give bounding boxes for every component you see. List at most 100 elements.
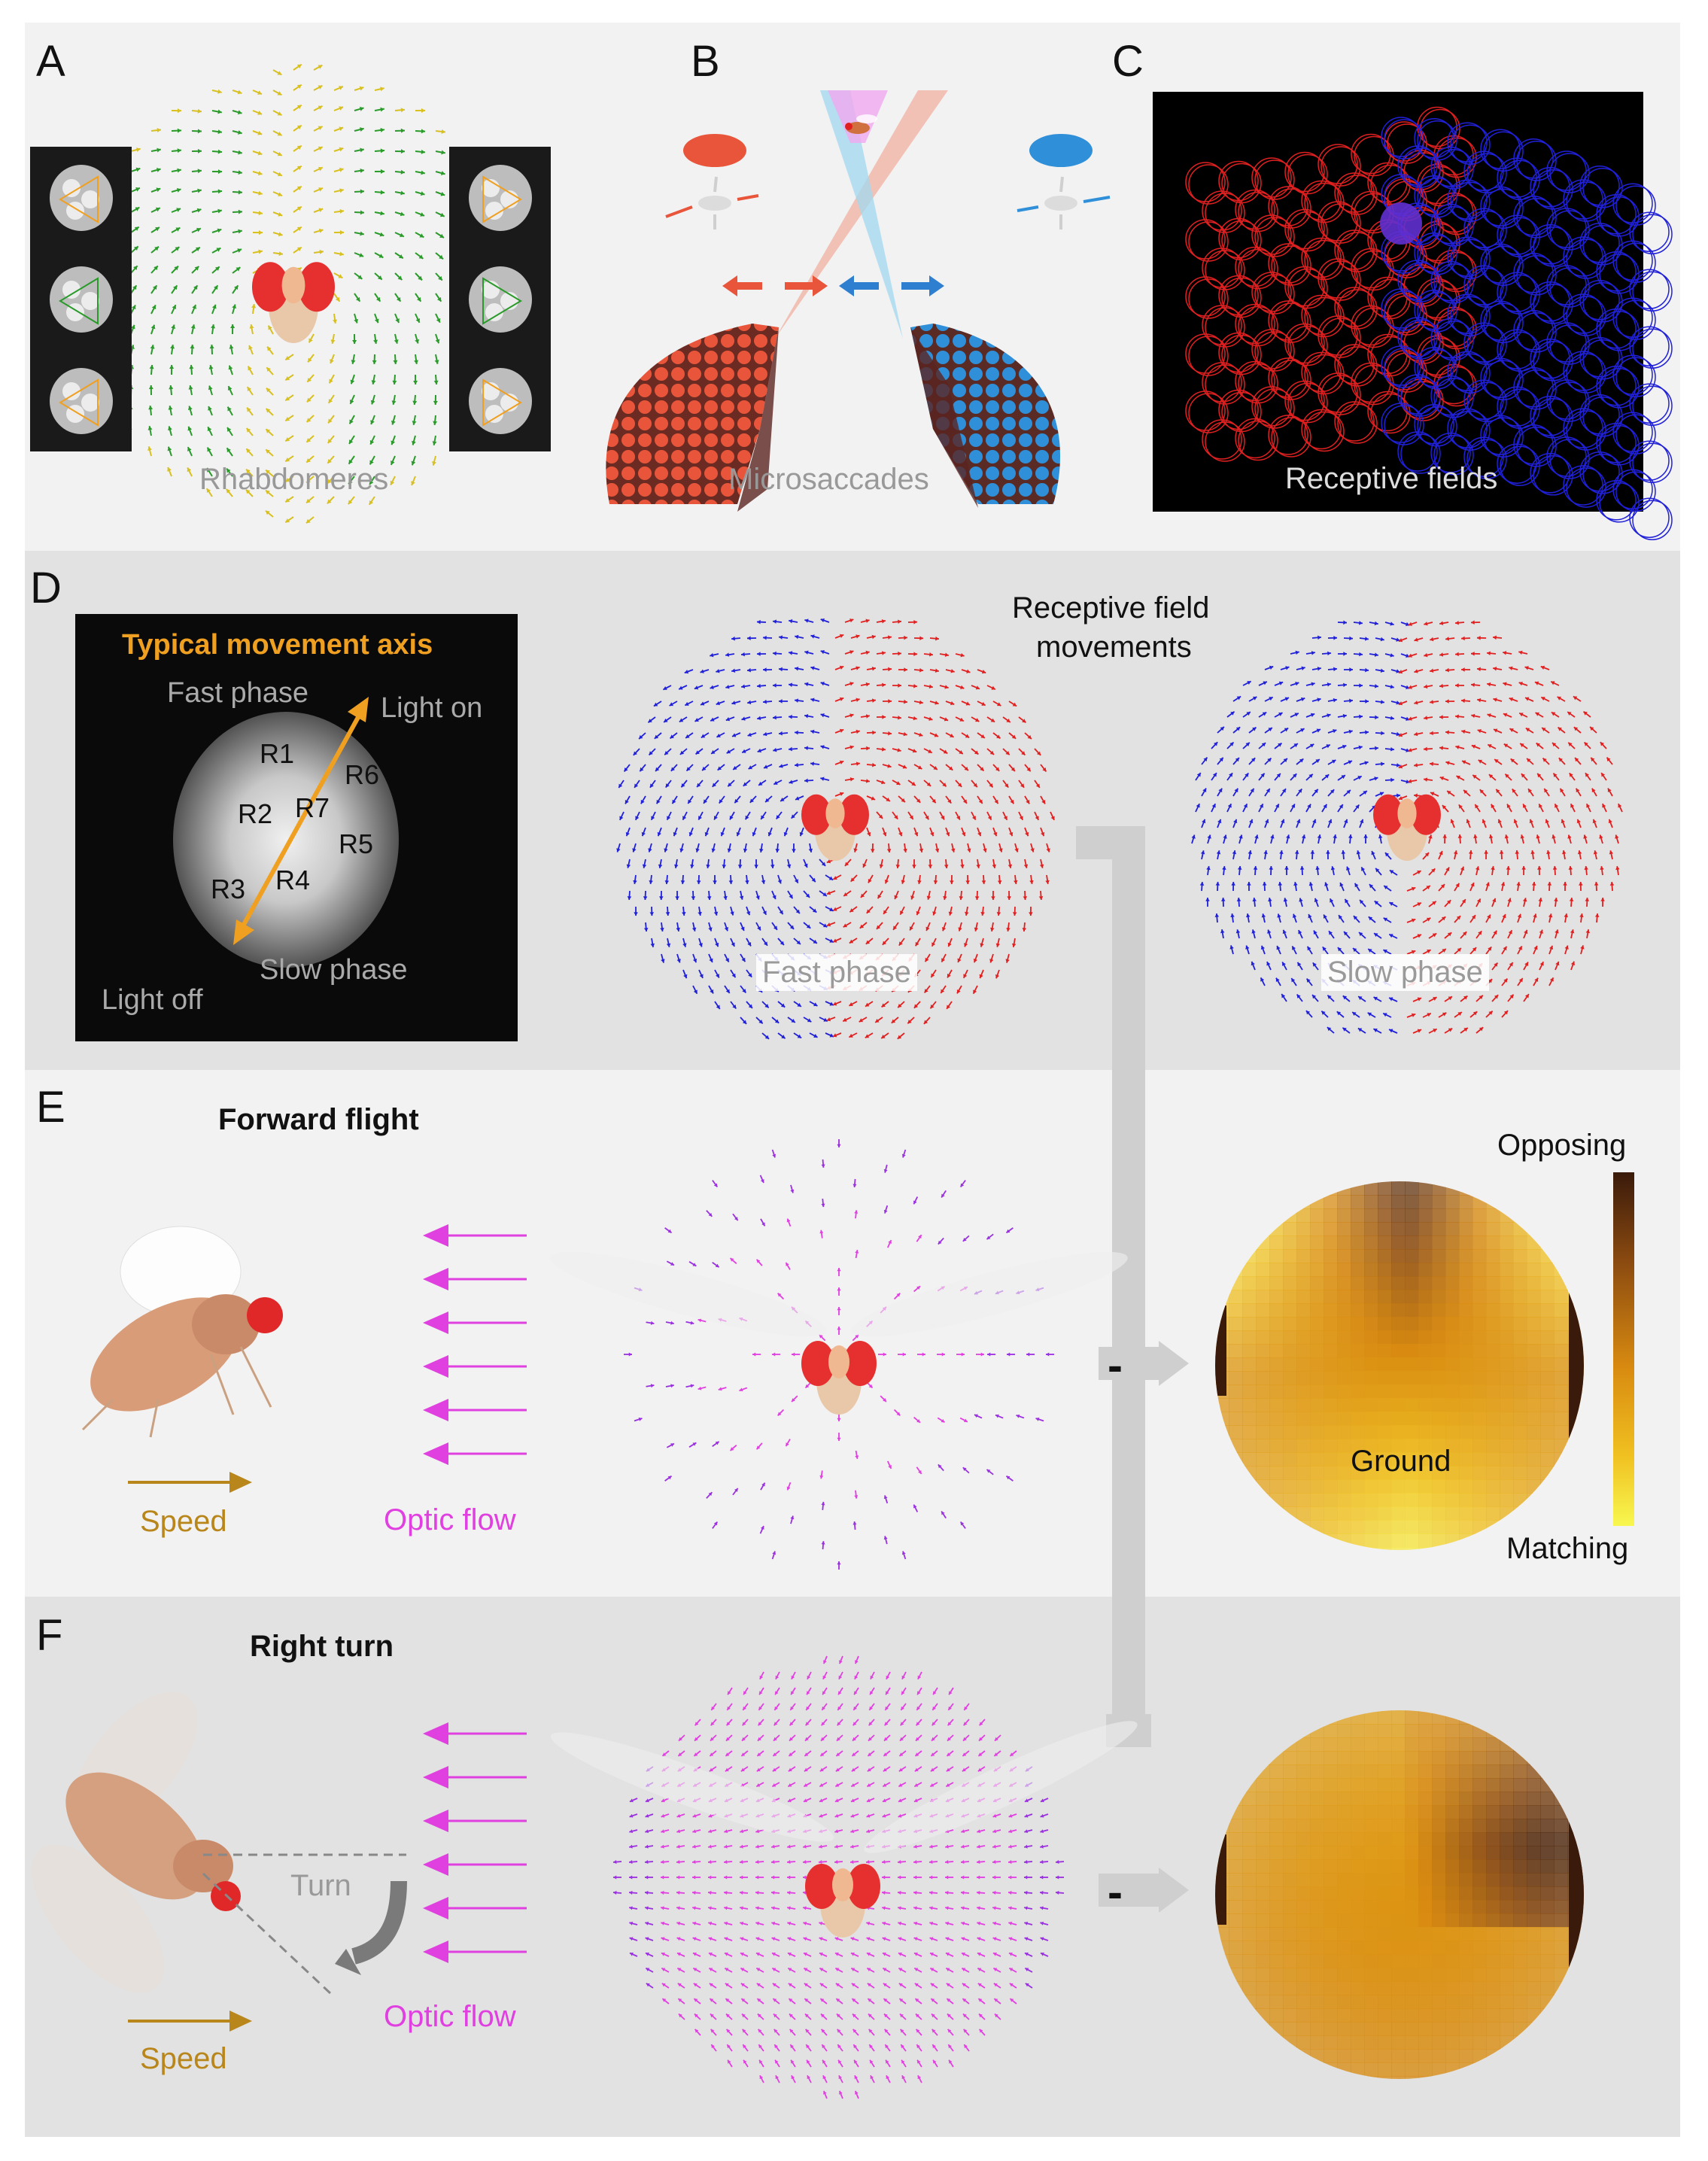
- flow-arrow: [915, 1734, 922, 1742]
- flow-arrow: [1353, 652, 1363, 657]
- flow-arrow: [726, 2044, 733, 2052]
- flow-arrow: [1046, 843, 1050, 853]
- flow-arrow: [1220, 929, 1225, 939]
- flow-arrow: [850, 874, 858, 883]
- flow-arrow: [374, 107, 384, 112]
- flow-arrow: [758, 1687, 764, 1695]
- flow-arrow: [348, 455, 355, 465]
- flow-arrow: [882, 1782, 891, 1788]
- flow-arrow: [1352, 947, 1360, 955]
- flow-arrow: [1457, 834, 1463, 844]
- flow-arrow: [414, 354, 419, 365]
- flow-arrow: [374, 169, 385, 174]
- r4-label: R4: [275, 865, 311, 895]
- receptive-field-circle: [1629, 383, 1670, 424]
- flow-arrow: [415, 272, 423, 281]
- fly-side-view: [81, 1226, 283, 1438]
- flow-arrow: [865, 938, 874, 945]
- receptive-field-circle: [1549, 439, 1590, 479]
- flow-arrow: [850, 666, 860, 670]
- flow-arrow: [693, 1998, 701, 2004]
- flow-arrow: [835, 1998, 843, 2004]
- flow-arrow: [249, 324, 254, 335]
- flow-arrow: [777, 938, 785, 946]
- flow-arrow: [852, 2013, 859, 2020]
- flow-arrow: [804, 1766, 812, 1772]
- flow-arrow: [913, 1416, 921, 1424]
- flow-arrow: [803, 1798, 812, 1803]
- flow-arrow: [876, 780, 886, 785]
- flow-arrow: [712, 780, 719, 788]
- flow-arrow: [1543, 788, 1550, 797]
- flow-arrow: [778, 699, 789, 704]
- flow-arrow: [1495, 789, 1503, 797]
- flow-arrow: [854, 2090, 859, 2099]
- flow-arrow: [1337, 947, 1345, 955]
- receptive-field-circle: [1268, 357, 1308, 398]
- flow-arrow: [1384, 653, 1394, 658]
- flow-arrow: [1337, 682, 1348, 688]
- receptive-field-circle: [1629, 211, 1670, 252]
- flow-arrow: [433, 415, 438, 426]
- flow-arrow: [333, 85, 344, 91]
- flow-arrow: [130, 226, 140, 233]
- optic-flow-arrows-f: [423, 1722, 527, 1963]
- flow-arrow: [432, 435, 437, 445]
- flow-arrow: [868, 874, 874, 883]
- flow-arrow: [272, 90, 282, 96]
- flow-arrow: [803, 1906, 812, 1910]
- flow-arrow: [1390, 731, 1400, 737]
- flow-arrow: [773, 2044, 780, 2052]
- flow-arrow: [209, 344, 214, 355]
- flow-arrow: [928, 859, 933, 869]
- flow-arrow: [1359, 761, 1369, 765]
- receptive-field-circle: [1251, 272, 1292, 312]
- flow-arrow: [789, 619, 798, 624]
- receptive-field-circle: [1546, 379, 1587, 420]
- flow-arrow: [1487, 743, 1497, 749]
- flow-arrow: [394, 108, 406, 113]
- flow-arrow: [944, 1890, 954, 1895]
- receptive-field-circle: [1384, 290, 1424, 331]
- flow-arrow: [1453, 850, 1458, 860]
- flow-arrow: [757, 2029, 764, 2036]
- flow-arrow: [1439, 683, 1449, 688]
- flow-arrow: [694, 1719, 701, 1726]
- flow-arrow: [931, 1703, 938, 1711]
- flow-arrow: [752, 1352, 761, 1357]
- flow-arrow: [1470, 682, 1481, 688]
- flow-arrow: [1290, 743, 1299, 749]
- flow-arrow: [187, 406, 193, 416]
- flow-arrow: [869, 1687, 875, 1695]
- flow-arrow: [1445, 761, 1455, 765]
- flow-arrow: [741, 1734, 749, 1742]
- r2-label: R2: [238, 798, 273, 829]
- optic-flow-head: [423, 1268, 448, 1290]
- flow-arrow: [1429, 700, 1439, 704]
- flow-arrow: [788, 1750, 796, 1757]
- flow-arrow: [755, 1890, 764, 1895]
- flow-arrow: [1002, 780, 1009, 789]
- flow-arrow: [835, 1766, 843, 1772]
- flow-arrow: [147, 446, 152, 457]
- flow-arrow: [844, 713, 854, 718]
- flow-arrow: [374, 211, 384, 216]
- flow-arrow: [435, 129, 446, 134]
- flow-arrow: [868, 1734, 875, 1742]
- flow-arrow: [354, 231, 364, 236]
- receptive-field-circle: [1632, 271, 1673, 312]
- flow-arrow: [819, 1782, 828, 1788]
- flow-arrow: [433, 374, 439, 385]
- flow-arrow: [1262, 881, 1267, 892]
- flow-arrow: [1445, 637, 1455, 641]
- flow-arrow: [818, 1860, 828, 1865]
- flow-arrow: [1438, 948, 1447, 955]
- flow-arrow: [435, 211, 445, 217]
- flow-arrow: [1007, 1352, 1015, 1357]
- flow-arrow: [130, 206, 140, 213]
- flow-arrow: [1542, 757, 1550, 765]
- flow-arrow: [1274, 742, 1283, 749]
- flow-arrow: [974, 890, 980, 901]
- flow-arrow: [1369, 621, 1378, 626]
- flow-arrow: [976, 1860, 986, 1865]
